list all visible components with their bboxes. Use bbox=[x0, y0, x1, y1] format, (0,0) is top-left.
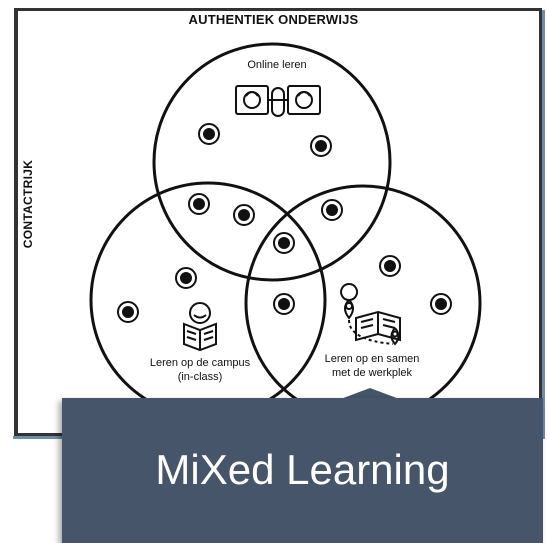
map-book-icon bbox=[340, 283, 401, 346]
dot bbox=[379, 255, 401, 277]
circle-online bbox=[152, 42, 392, 282]
circle-online-label: Online leren bbox=[247, 59, 306, 71]
dot bbox=[233, 204, 255, 226]
dot bbox=[198, 123, 220, 145]
diagram-title-top: AUTHENTIEK ONDERWIJS bbox=[188, 12, 359, 27]
banner-title: MiXed Learning bbox=[155, 446, 450, 493]
online-video-call-icon bbox=[235, 85, 321, 117]
circle-campus-label-line1: Leren op de campus bbox=[150, 357, 251, 369]
dots bbox=[117, 123, 452, 323]
dot bbox=[321, 199, 343, 221]
dot bbox=[310, 135, 332, 157]
dot bbox=[273, 232, 295, 254]
dot bbox=[273, 293, 295, 315]
circle-werkplek-label-line2: met de werkplek bbox=[332, 367, 413, 379]
banner-notch bbox=[338, 388, 402, 400]
dot bbox=[430, 293, 452, 315]
circle-werkplek-label-line1: Leren op en samen bbox=[325, 353, 420, 365]
frame-shadow-right bbox=[542, 10, 545, 438]
dot bbox=[175, 267, 197, 289]
banner bbox=[62, 398, 543, 543]
circle-campus-label-line2: (in-class) bbox=[178, 371, 223, 383]
dot bbox=[188, 193, 210, 215]
dot bbox=[117, 301, 139, 323]
reading-student-icon bbox=[183, 302, 217, 352]
